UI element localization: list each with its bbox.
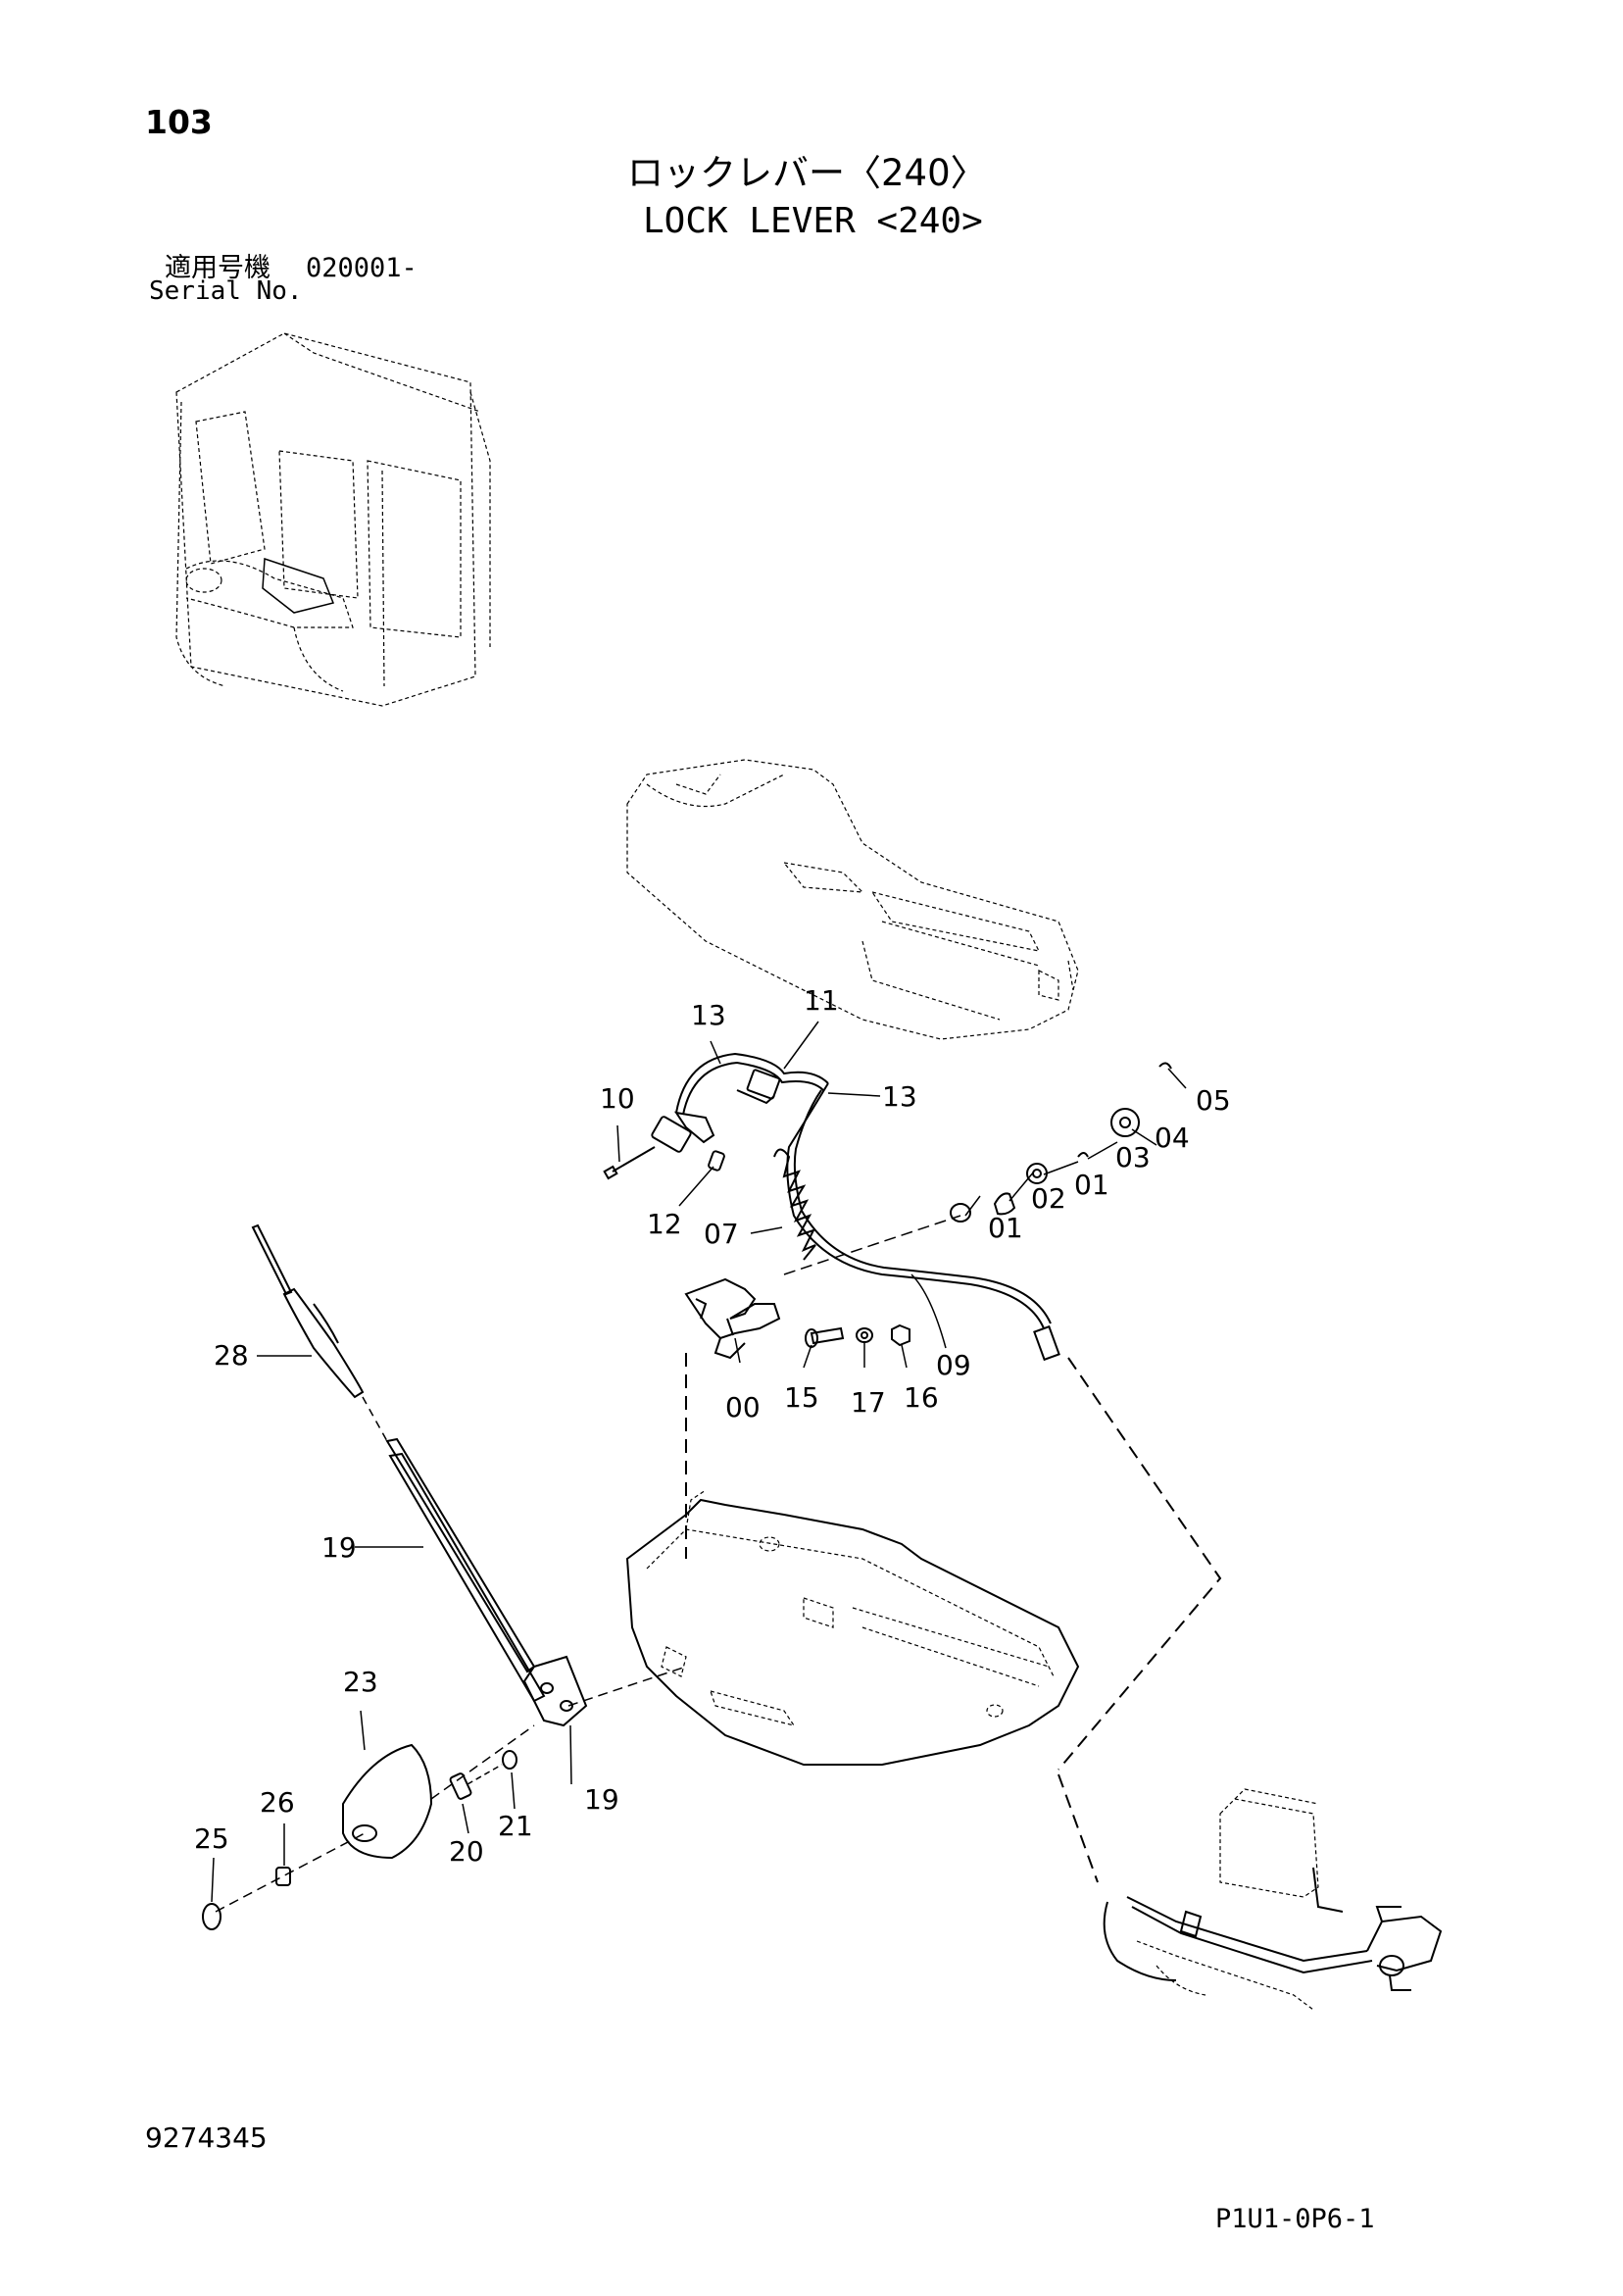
title-japanese: ロックレバー〈240〉 bbox=[627, 152, 987, 194]
lock-switch-assembly bbox=[684, 1148, 910, 1360]
callout-13-top: 13 bbox=[691, 999, 726, 1031]
callout-04: 04 bbox=[1155, 1122, 1190, 1154]
callout-19-upper: 19 bbox=[321, 1531, 357, 1564]
callout-25: 25 bbox=[194, 1822, 229, 1855]
page-number: 103 bbox=[145, 103, 213, 141]
callout-16: 16 bbox=[904, 1381, 939, 1414]
callout-19-lower: 19 bbox=[584, 1783, 619, 1816]
callout-10: 10 bbox=[600, 1082, 635, 1115]
callout-00: 00 bbox=[725, 1391, 761, 1423]
callout-21: 21 bbox=[498, 1810, 533, 1842]
callout-11: 11 bbox=[804, 984, 839, 1017]
wire-harness bbox=[603, 1052, 1060, 1362]
console-housing bbox=[626, 759, 1079, 1040]
serial-label-japanese: 適用号機 bbox=[165, 253, 270, 283]
lower-cover bbox=[625, 1489, 1080, 1766]
document-number: 9274345 bbox=[145, 2121, 268, 2154]
callout-05: 05 bbox=[1196, 1084, 1231, 1117]
callout-01-lower: 01 bbox=[988, 1212, 1023, 1244]
lock-lever bbox=[251, 1223, 588, 1727]
callout-labels: 13 11 13 10 12 07 00 15 17 16 09 01 02 0… bbox=[194, 984, 1231, 1868]
callout-17: 17 bbox=[851, 1386, 886, 1419]
serial-value: 020001- bbox=[306, 253, 418, 283]
assembly-dash-lines bbox=[567, 1353, 1222, 1883]
callout-20: 20 bbox=[449, 1835, 484, 1868]
callout-leaders bbox=[211, 1021, 1187, 1903]
knob-and-fasteners bbox=[202, 1724, 535, 1930]
cab-locator-drawing bbox=[175, 332, 491, 707]
callout-03: 03 bbox=[1115, 1141, 1151, 1173]
callout-02: 02 bbox=[1031, 1182, 1066, 1215]
callout-26: 26 bbox=[260, 1786, 295, 1819]
callout-23: 23 bbox=[343, 1666, 378, 1698]
callout-09: 09 bbox=[936, 1349, 971, 1381]
title-english: LOCK LEVER <240> bbox=[643, 201, 983, 241]
callout-12: 12 bbox=[647, 1208, 682, 1240]
callout-13-right: 13 bbox=[882, 1080, 917, 1113]
callout-28: 28 bbox=[214, 1339, 249, 1372]
small-parts bbox=[783, 1062, 1172, 1275]
callout-07: 07 bbox=[704, 1218, 739, 1250]
page-code: P1U1-0P6-1 bbox=[1215, 2204, 1375, 2234]
base-bracket bbox=[1103, 1788, 1443, 2011]
serial-label-english: Serial No. bbox=[149, 276, 303, 306]
callout-15: 15 bbox=[784, 1381, 819, 1414]
callout-01-upper: 01 bbox=[1074, 1169, 1109, 1201]
